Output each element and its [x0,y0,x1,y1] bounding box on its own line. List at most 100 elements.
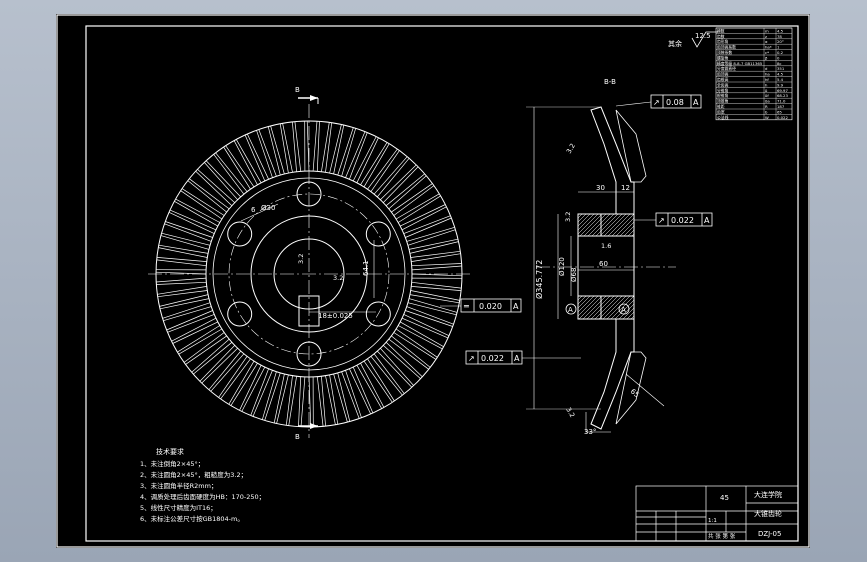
drawing-sheet[interactable]: B B 6 Ø30 18±0.025 64.1 3.2 3.2 ═ 0.020 … [56,14,810,548]
section-label-top: B [295,86,300,94]
upper-tooth-cone [615,109,647,183]
tol-symbol: ↗ [468,354,475,363]
gear-tooth [285,375,297,426]
hatch-line [627,229,635,237]
gear-teeth [155,120,463,428]
hatch-line [577,295,599,317]
table-cell: β [765,55,768,60]
tol-value: 0.022 [671,216,694,225]
table-cell: 顶锥角 [717,99,729,104]
gear-tooth [403,215,452,238]
gear-tooth [308,376,314,428]
gear-tooth [407,298,458,316]
table-cell: α [765,39,768,44]
roughness-other-label: 其余 [668,39,682,48]
lower-tooth-cone [615,351,647,425]
hub-width: 30 [596,184,605,192]
gear-tooth [393,328,438,360]
section-view-label: B-B [604,78,616,86]
gear-tooth [180,188,225,220]
gear-tooth [356,363,385,409]
table-cell: 锥距 [717,104,725,109]
gear-tooth [321,122,333,173]
gear-tooth [171,317,218,344]
hatch-line [577,213,587,223]
table-cell: 精度等级 8-8-7 GB11365 [717,61,763,66]
keyway-width: 18±0.025 [318,312,353,320]
gear-tooth [273,373,289,424]
tech-req-title: 技术要求 [156,447,184,456]
hatch-line [598,295,623,320]
gear-tooth [191,338,233,375]
gear-tooth [405,306,454,327]
table-cell: 5.4 [777,77,784,82]
table-cell: 全齿高 [717,82,729,87]
hatch-line [626,311,635,320]
table-cell: 齿形角 [717,39,729,44]
gear-tooth [370,353,405,396]
table-cell: δf [765,93,769,98]
table-cell: 8c [777,61,782,66]
tol-symbol: ↗ [658,216,665,225]
gear-tooth [233,139,262,185]
hatch-line [577,295,587,305]
table-cell: 9.9 [777,82,784,87]
table-cell: hf [765,77,769,82]
gear-tooth [391,183,435,216]
hatch-line [618,303,635,320]
gear-tooth [360,142,390,188]
lightening-holes [227,181,391,367]
face-roughness: 3.2 [565,142,577,155]
title-material: 45 [720,494,729,502]
hatch-line [577,295,591,309]
tol-value: 0.022 [481,354,504,363]
table-cell: ha [765,72,770,77]
lightening-hole [227,221,253,247]
section-label-bottom: B [295,433,300,441]
tooth-roughness: 3.2 [564,406,576,419]
lightening-hole [365,221,391,247]
gear-tooth [164,221,213,242]
gear-tooth [373,156,410,198]
gear-tooth [388,335,431,370]
gear-tooth [218,356,251,400]
gear-tooth [279,123,293,174]
hatch-line [603,213,627,237]
gear-tooth [250,368,273,417]
gear-tooth [267,125,285,176]
gear-tooth [400,204,447,231]
gear-tooth [408,238,459,254]
bore-diameter: Ø68 [570,268,578,282]
table-cell: 齿顶高系数 [717,45,736,50]
lightening-hole [227,301,253,327]
tol-frame-runout-1: ↗ 0.08 A [650,94,702,109]
gear-section-view: B-B Ø345.772 Ø120 Ø68 30 12 60 1.6 3.2 3… [465,78,713,436]
gear-tooth [155,269,207,275]
table-cell: 齿顶高 [717,72,729,77]
table-cell: 根锥角 [717,93,729,98]
title-block [635,485,799,542]
gear-tooth [157,286,208,298]
tol-frame-runout-3: ↗ 0.022 A [465,350,523,365]
hatch-line [586,295,611,320]
hatch-line [577,213,595,231]
table-cell: 公法线 [717,115,729,120]
table-cell: 71.0 [777,99,786,104]
hub-roughness: 3.2 [564,212,572,222]
datum-a-section: A [568,306,573,314]
gear-tooth [156,257,207,267]
table-cell: W [765,115,769,120]
gear-tooth [158,244,209,258]
gear-tooth [367,148,400,192]
gear-tooth [316,376,326,427]
hatch-line [614,299,635,320]
gear-tooth [383,342,423,379]
bore-roughness: 3.2 [333,274,343,282]
table-cell: δ [765,88,768,93]
hatch-line [587,213,611,237]
gear-tooth [223,145,255,190]
hatch-line [578,295,603,320]
tol-frame-parallel: ═ 0.020 A [460,298,522,313]
tol-frame-runout-2: ↗ 0.022 A [655,212,713,227]
